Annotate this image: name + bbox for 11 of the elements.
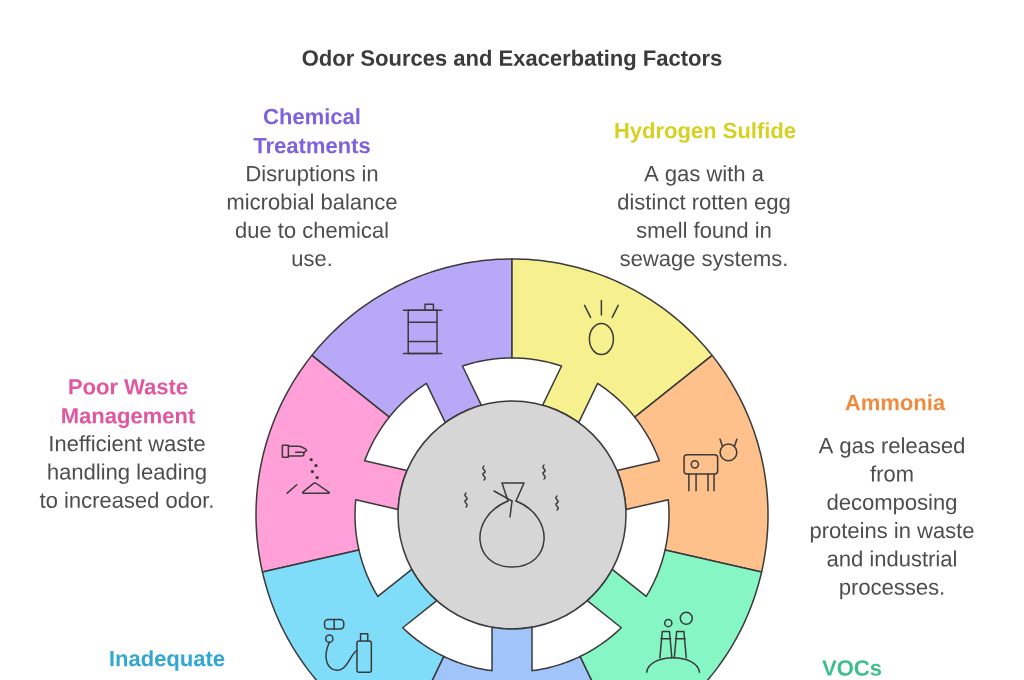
description: A gas released from decomposing proteins in waste and industrial processes. (810, 437, 974, 600)
description: Disruptions in microbial balance due to chemical use. (227, 165, 397, 267)
description: A gas with a distinct rotten egg smell found in sewage systems. (618, 165, 790, 271)
heading: Hydrogen Sulfide (615, 122, 796, 143)
heading: Inadequate (110, 650, 225, 671)
heading: Ammonia (845, 394, 946, 411)
description: Inefficient waste handling leading to increased odor. (39, 435, 213, 508)
heading: VOCs (822, 660, 882, 676)
heading: Poor Waste Management (62, 379, 195, 428)
title: Odor Sources and Exacerbating Factors (302, 49, 722, 71)
heading: Chemical Treatments (253, 108, 370, 154)
